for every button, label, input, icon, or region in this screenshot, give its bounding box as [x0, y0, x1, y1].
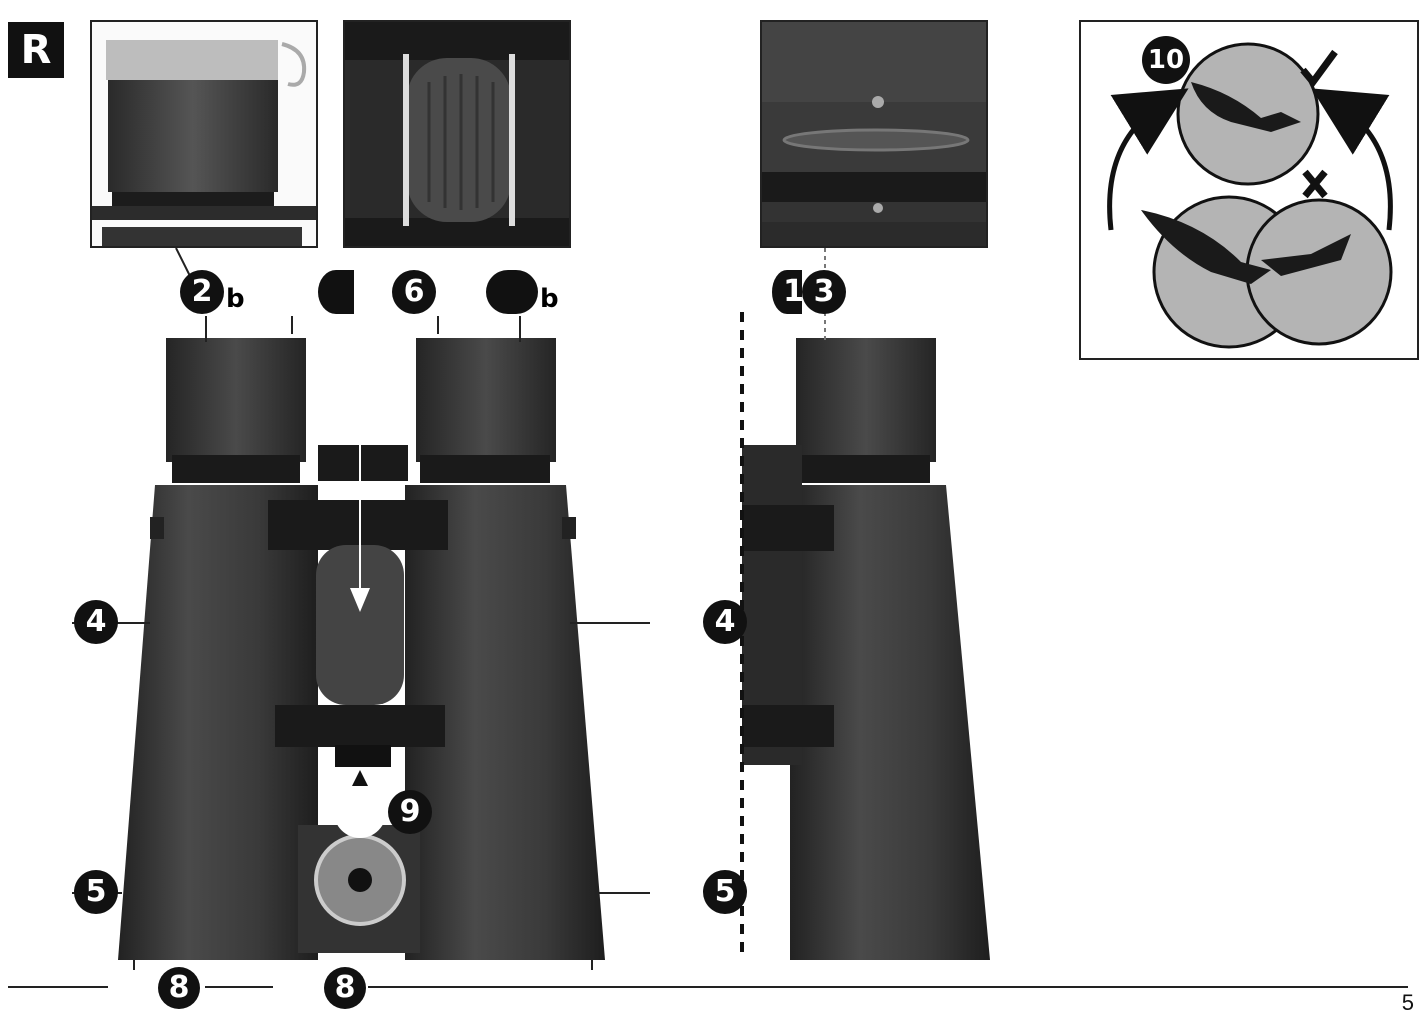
bottom-rule-right — [368, 986, 1408, 988]
detail-diopter-frame — [760, 20, 988, 248]
check-icon — [1300, 49, 1338, 88]
callout-6: 6 — [392, 270, 436, 314]
detail-focus-wheel-frame — [343, 20, 571, 248]
callout-1: 1 — [772, 270, 804, 314]
callout-8-right: 8 — [324, 967, 366, 1009]
page-number: 5 — [1401, 990, 1414, 1015]
focus-wheel-illustration — [345, 22, 569, 246]
callout-2: 2 — [180, 270, 224, 314]
cross-icon — [1302, 169, 1328, 199]
callout-4-left: 4 — [74, 600, 118, 644]
callout-7-obscured — [486, 270, 538, 314]
detail-eyecup-frame — [90, 20, 318, 248]
section-letter-badge: R — [8, 22, 64, 78]
callout-9: 9 — [388, 790, 432, 834]
view-alignment-illustration — [1107, 42, 1393, 349]
bottom-rule-left — [8, 986, 108, 988]
callout-partial-left — [318, 270, 354, 314]
callout-2-suffix: b — [226, 284, 245, 314]
callout-10: 10 — [1142, 36, 1190, 84]
callout-8-left: 8 — [158, 967, 200, 1009]
eyecup-illustration — [92, 40, 316, 246]
diopter-illustration — [762, 22, 986, 246]
section-letter: R — [20, 27, 52, 73]
bottom-rule-middle — [205, 986, 273, 988]
callout-5-left: 5 — [74, 870, 118, 914]
callout-7-suffix: b — [540, 284, 559, 314]
view-alignment-frame — [1079, 20, 1419, 360]
callout-4-right: 4 — [703, 600, 747, 644]
callout-5-right: 5 — [703, 870, 747, 914]
callout-3: 3 — [802, 270, 846, 314]
